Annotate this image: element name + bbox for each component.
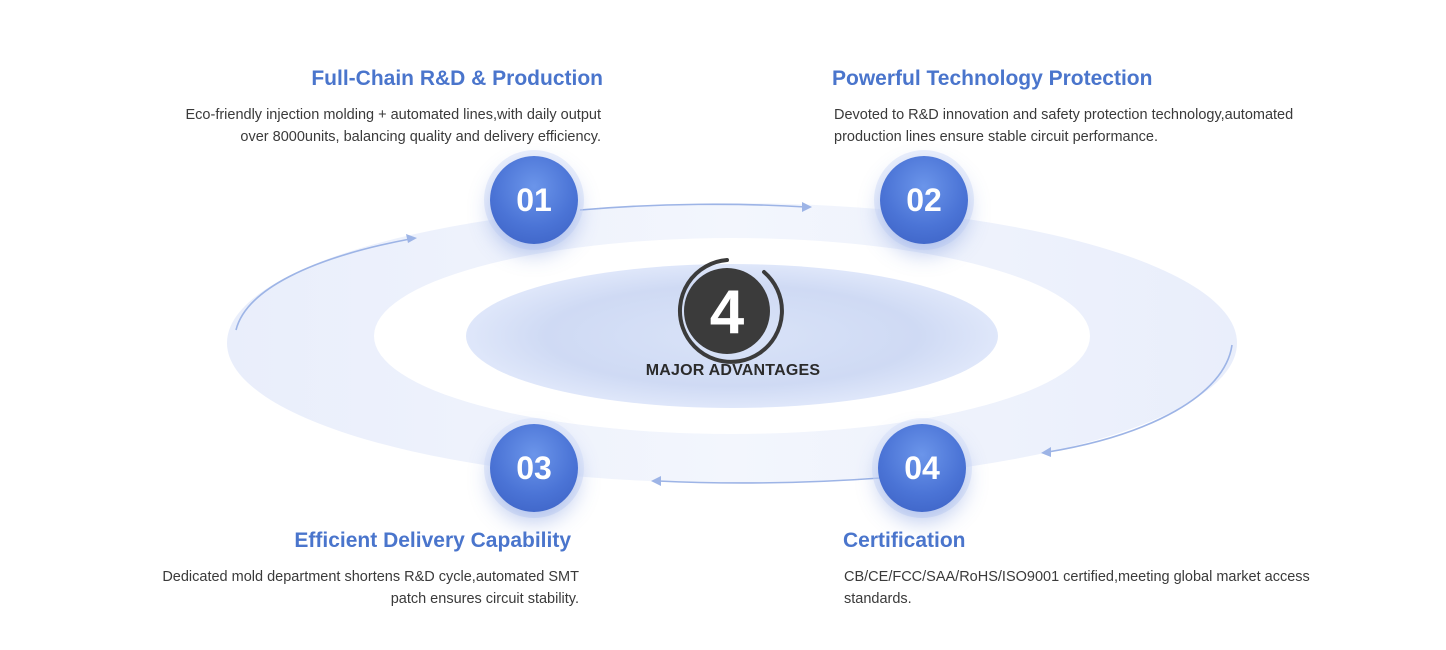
center-emblem: 4 bbox=[677, 258, 784, 364]
arrow-heads bbox=[406, 202, 1051, 486]
arrowhead-left-top bbox=[406, 234, 417, 243]
advantage-3-badge: 03 bbox=[490, 424, 578, 512]
advantage-2-title: Powerful Technology Protection bbox=[832, 67, 1153, 90]
emblem-dark-disc bbox=[684, 268, 770, 354]
advantage-2-description: Devoted to R&D innovation and safety pro… bbox=[834, 104, 1354, 148]
arrowhead-right-bottom bbox=[1041, 447, 1051, 457]
orbit-arrows bbox=[235, 203, 1233, 484]
arrow-top bbox=[579, 203, 807, 211]
advantage-2-desc-line-2: production lines ensure stable circuit p… bbox=[834, 129, 1158, 145]
advantage-3-desc-line-1: Dedicated mold department shortens R&D c… bbox=[162, 569, 579, 585]
advantage-1-title: Full-Chain R&D & Production bbox=[311, 67, 603, 90]
advantage-3-title: Efficient Delivery Capability bbox=[294, 529, 571, 552]
advantage-1-desc-line-1: Eco-friendly injection molding + automat… bbox=[185, 107, 602, 123]
arrow-left-top bbox=[235, 238, 411, 331]
arrow-bottom bbox=[657, 477, 881, 484]
advantage-4-desc-line-2: standards. bbox=[844, 591, 912, 607]
arrow-right-bottom bbox=[1047, 344, 1233, 453]
advantage-3-description: Dedicated mold department shortens R&D c… bbox=[119, 566, 579, 610]
center-label: MAJOR ADVANTAGES bbox=[645, 362, 821, 379]
advantage-4-description: CB/CE/FCC/SAA/RoHS/ISO9001 certified,mee… bbox=[844, 566, 1364, 610]
advantage-1-badge: 01 bbox=[490, 156, 578, 244]
arrowhead-bottom bbox=[651, 476, 661, 486]
advantage-2-badge: 02 bbox=[880, 156, 968, 244]
advantage-2-desc-line-1: Devoted to R&D innovation and safety pro… bbox=[834, 107, 1294, 123]
advantage-4-title: Certification bbox=[843, 529, 966, 552]
advantage-3-desc-line-2: patch ensures circuit stability. bbox=[390, 591, 579, 607]
emblem-outer-arc bbox=[677, 258, 784, 364]
advantage-1-description: Eco-friendly injection molding + automat… bbox=[141, 104, 602, 148]
arrowhead-top bbox=[802, 202, 812, 212]
advantage-4-desc-line-1: CB/CE/FCC/SAA/RoHS/ISO9001 certified,mee… bbox=[844, 569, 1310, 585]
emblem-number: 4 bbox=[710, 278, 745, 347]
advantage-4-badge: 04 bbox=[878, 424, 966, 512]
advantage-1-desc-line-2: over 8000units, balancing quality and de… bbox=[240, 129, 601, 145]
